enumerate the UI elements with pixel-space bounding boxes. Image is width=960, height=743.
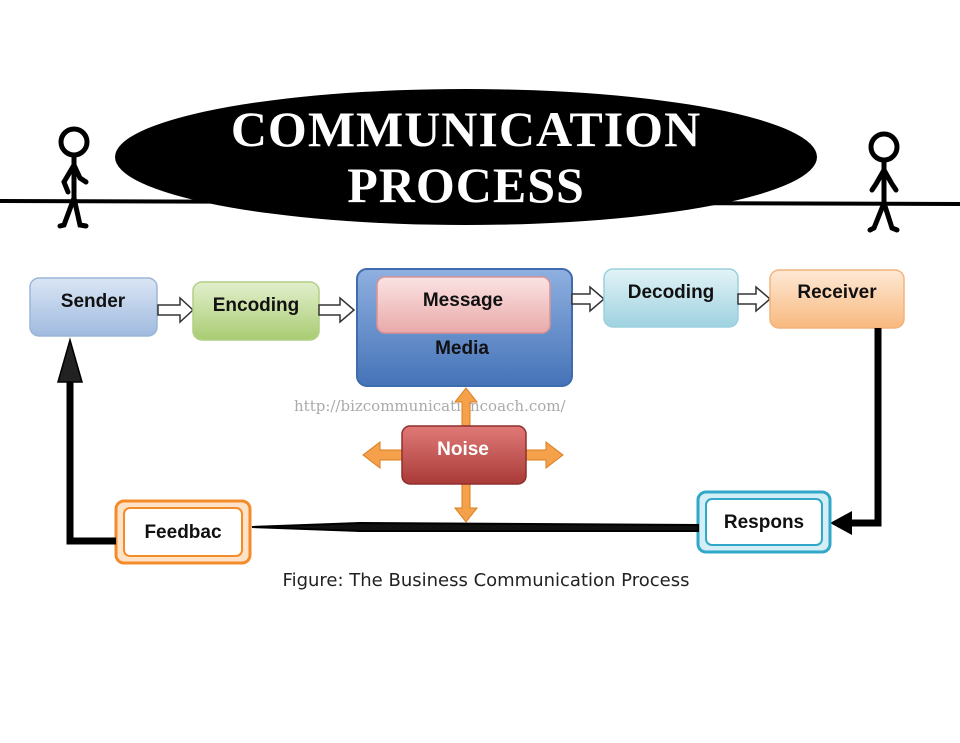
receiver-box: Receiver <box>769 269 905 329</box>
message-label: Message <box>423 290 503 311</box>
connector-feedback-to-sender <box>57 337 116 545</box>
sender-box: Sender <box>29 277 158 337</box>
response-label: Respons <box>724 512 804 533</box>
feedback-box: Feedbac <box>114 499 252 565</box>
decoding-box: Decoding <box>603 268 739 328</box>
feedback-label: Feedbac <box>144 522 222 543</box>
response-box: Respons <box>696 490 832 554</box>
arrow-decoding-to-receiver <box>737 285 772 313</box>
noise-label: Noise <box>437 439 489 460</box>
watermark-text: http://bizcommunicationcoach.com/ <box>294 397 566 415</box>
encoding-label: Encoding <box>213 295 300 316</box>
noise-arrows <box>362 387 564 523</box>
noise-box: Noise <box>401 425 527 485</box>
noise-arrow-up <box>453 387 479 429</box>
stick-figure-right-icon <box>867 131 900 233</box>
title-line-2: PROCESS <box>347 157 585 213</box>
noise-arrow-down <box>453 483 479 523</box>
connector-receiver-to-response <box>830 328 882 535</box>
arrow-media-to-decoding <box>571 285 606 313</box>
noise-arrow-left <box>362 440 403 470</box>
arrow-encoding-to-media <box>318 296 356 324</box>
figure-caption: Figure: The Business Communication Proce… <box>283 570 690 591</box>
sender-label: Sender <box>61 291 126 312</box>
title-line-1: COMMUNICATION <box>231 101 701 157</box>
title-oval <box>115 89 817 225</box>
noise-arrow-right <box>525 440 564 470</box>
stick-figure-left-icon <box>57 126 90 229</box>
receiver-label: Receiver <box>797 282 877 303</box>
connector-response-to-feedback <box>251 521 699 532</box>
title-banner: COMMUNICATION PROCESS <box>115 89 817 225</box>
media-label: Media <box>435 338 489 359</box>
encoding-box: Encoding <box>192 281 320 341</box>
message-box: Message <box>376 276 551 334</box>
arrow-sender-to-encoding <box>157 296 195 324</box>
decoding-label: Decoding <box>628 282 715 303</box>
